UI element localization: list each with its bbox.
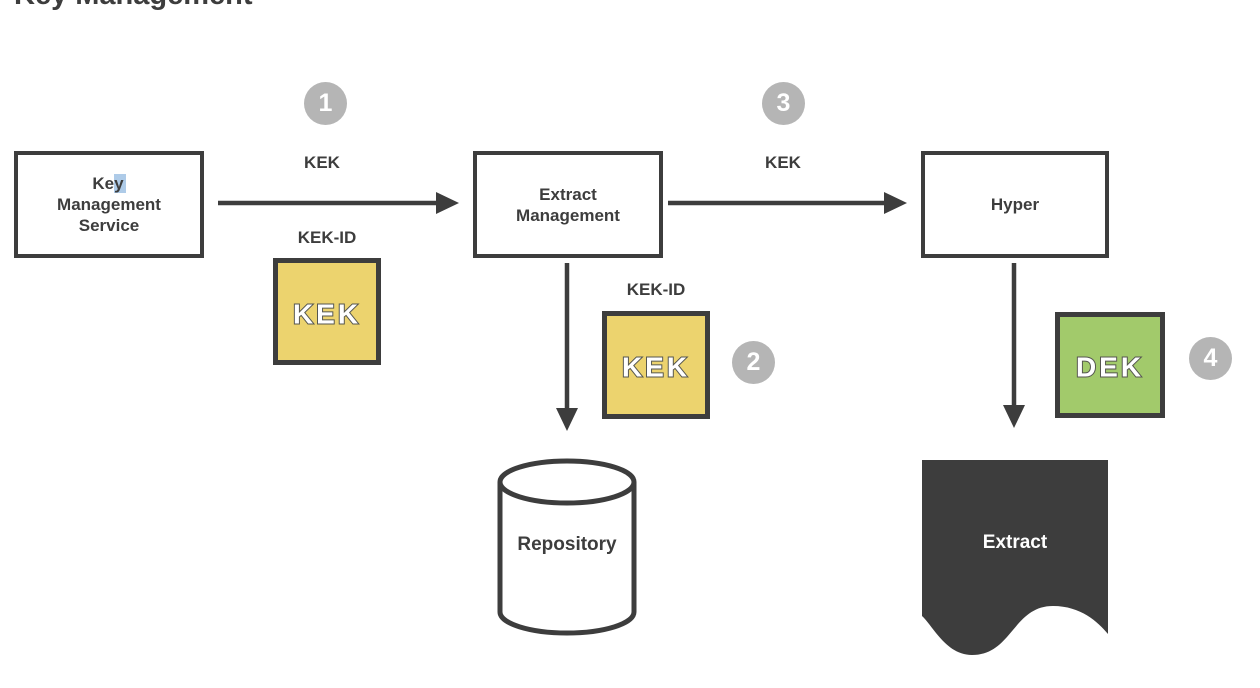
extract-file-label: Extract bbox=[982, 532, 1048, 553]
kek-id-caption-1: KEK-ID bbox=[297, 228, 357, 247]
node-label-line: Extract bbox=[539, 184, 597, 204]
node-hyper: Hyper bbox=[921, 151, 1109, 258]
node-label-line: Service bbox=[78, 216, 140, 235]
node-label-line: Management bbox=[57, 195, 161, 214]
repository-label: Repository bbox=[517, 534, 617, 555]
dek-chip-text: DEK bbox=[1076, 352, 1144, 383]
arrow-extract-management-to-repository bbox=[556, 263, 578, 431]
kek-chip-text: KEK bbox=[293, 298, 361, 329]
arrow-kms-to-extract-management bbox=[218, 192, 459, 214]
step-badge-4: 4 bbox=[1189, 337, 1232, 380]
step-badge-2: 2 bbox=[732, 341, 775, 384]
arrow1-kek-label: KEK bbox=[304, 153, 340, 172]
kek-id-caption-2: KEK-ID bbox=[626, 280, 686, 299]
page-title: Key Management bbox=[14, 0, 253, 12]
selected-text-highlight: y bbox=[114, 174, 126, 193]
repository-cylinder-shape bbox=[497, 458, 637, 636]
kek-key-chip-1: KEK bbox=[273, 258, 381, 365]
kek-chip-text: KEK bbox=[622, 352, 690, 383]
step-badge-1: 1 bbox=[304, 82, 347, 125]
arrow-hyper-to-extract bbox=[1003, 263, 1025, 428]
node-key-management-service: Key Management Service bbox=[14, 151, 204, 258]
arrow3-kek-label: KEK bbox=[765, 153, 801, 172]
node-label-line: Key bbox=[92, 173, 126, 194]
node-extract-management: Extract Management bbox=[473, 151, 663, 258]
dek-key-chip: DEK bbox=[1055, 312, 1165, 418]
arrow-extract-management-to-hyper bbox=[668, 192, 907, 214]
extract-document-shape bbox=[922, 460, 1108, 655]
kek-key-chip-2: KEK bbox=[602, 311, 710, 419]
step-badge-3: 3 bbox=[762, 82, 805, 125]
kms-label-prefix: Ke bbox=[92, 174, 115, 193]
node-label-line: Management bbox=[516, 205, 620, 225]
node-label-line: Hyper bbox=[990, 195, 1040, 214]
